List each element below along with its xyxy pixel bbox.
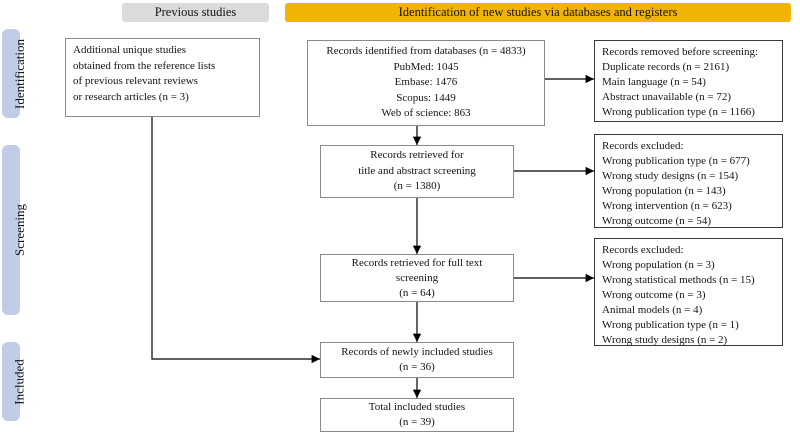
stage-screening: Screening [0, 145, 40, 315]
records-identified-box: Records identified from databases (n = 4… [307, 40, 545, 126]
total-included-line: Total included studies [368, 401, 466, 413]
additional-studies-box: Additional unique studies obtained from … [65, 38, 260, 117]
excluded-full-text-line: Wrong population (n = 3) [602, 259, 715, 271]
records-removed-line: Abstract unavailable (n = 72) [602, 91, 731, 103]
records-identified-line: Web of science: 863 [381, 107, 471, 120]
identification-banner-label: Identification of new studies via databa… [398, 5, 678, 19]
identification-banner: Identification of new studies via databa… [285, 3, 791, 22]
additional-studies-line: Additional unique studies [73, 44, 187, 56]
stage-screening-label: Screening [12, 204, 28, 256]
records-excluded-full-text-box: Records excluded: Wrong population (n = … [594, 238, 783, 346]
additional-studies-line: obtained from the reference lists [73, 59, 216, 72]
full-text-line: screening [395, 271, 439, 284]
stage-pill [2, 342, 20, 421]
additional-studies-line: or research articles (n = 3) [73, 90, 189, 103]
stage-pill [2, 29, 20, 118]
records-excluded-screening-box: Records excluded: Wrong publication type… [594, 134, 783, 228]
full-text-line: Records retrieved for full text [351, 256, 483, 269]
records-removed-line: Duplicate records (n = 2161) [602, 61, 730, 73]
additional-studies-line: of previous relevant reviews [73, 75, 198, 87]
excluded-screening-line: Wrong outcome (n = 54) [602, 215, 712, 227]
total-included-studies-box: Total included studies (n = 39) [320, 398, 514, 432]
records-identified-line: Embase: 1476 [394, 76, 458, 89]
newly-included-studies-box: Records of newly included studies (n = 3… [320, 342, 514, 378]
title-abstract-line: Records retrieved for [370, 149, 464, 162]
records-identified-line: PubMed: 1045 [393, 60, 459, 73]
stage-pill [2, 145, 20, 315]
previous-studies-banner: Previous studies [122, 3, 269, 22]
stage-identification: Identification [0, 29, 40, 118]
excluded-full-text-line: Records excluded: [602, 244, 684, 256]
connector-additional-to-newly [151, 117, 320, 364]
title-abstract-line: title and abstract screening [358, 164, 476, 177]
title-abstract-line: (n = 1380) [393, 180, 441, 193]
excluded-full-text-line: Animal models (n = 4) [602, 304, 703, 316]
previous-studies-banner-label: Previous studies [154, 5, 237, 19]
excluded-full-text-line: Wrong study designs (n = 2) [602, 334, 728, 346]
records-removed-line: Main language (n = 54) [602, 76, 706, 88]
newly-included-line: (n = 36) [399, 361, 435, 373]
title-abstract-screening-box: Records retrieved for title and abstract… [320, 145, 514, 198]
excluded-full-text-line: Wrong statistical methods (n = 15) [602, 274, 755, 286]
records-identified-line: Scopus: 1449 [396, 91, 456, 104]
excluded-screening-line: Wrong publication type (n = 677) [602, 155, 750, 167]
excluded-full-text-line: Wrong publication type (n = 1) [602, 319, 739, 331]
excluded-screening-line: Wrong intervention (n = 623) [602, 200, 732, 212]
stage-included: Included [0, 342, 40, 421]
stage-identification-label: Identification [12, 38, 27, 109]
excluded-screening-line: Wrong population (n = 143) [602, 185, 726, 197]
records-identified-line: Records identified from databases (n = 4… [326, 45, 526, 58]
records-removed-line: Wrong publication type (n = 1166) [602, 106, 755, 118]
records-removed-line: Records removed before screening: [602, 46, 759, 58]
excluded-screening-line: Wrong study designs (n = 154) [602, 170, 739, 182]
full-text-line: (n = 64) [399, 286, 435, 299]
total-included-line: (n = 39) [399, 416, 435, 428]
newly-included-line: Records of newly included studies [341, 345, 493, 358]
excluded-full-text-line: Wrong outcome (n = 3) [602, 289, 706, 301]
excluded-screening-line: Records excluded: [602, 140, 684, 152]
full-text-screening-box: Records retrieved for full text screenin… [320, 254, 514, 302]
records-removed-box: Records removed before screening: Duplic… [594, 40, 783, 122]
stage-included-label: Included [12, 358, 28, 405]
